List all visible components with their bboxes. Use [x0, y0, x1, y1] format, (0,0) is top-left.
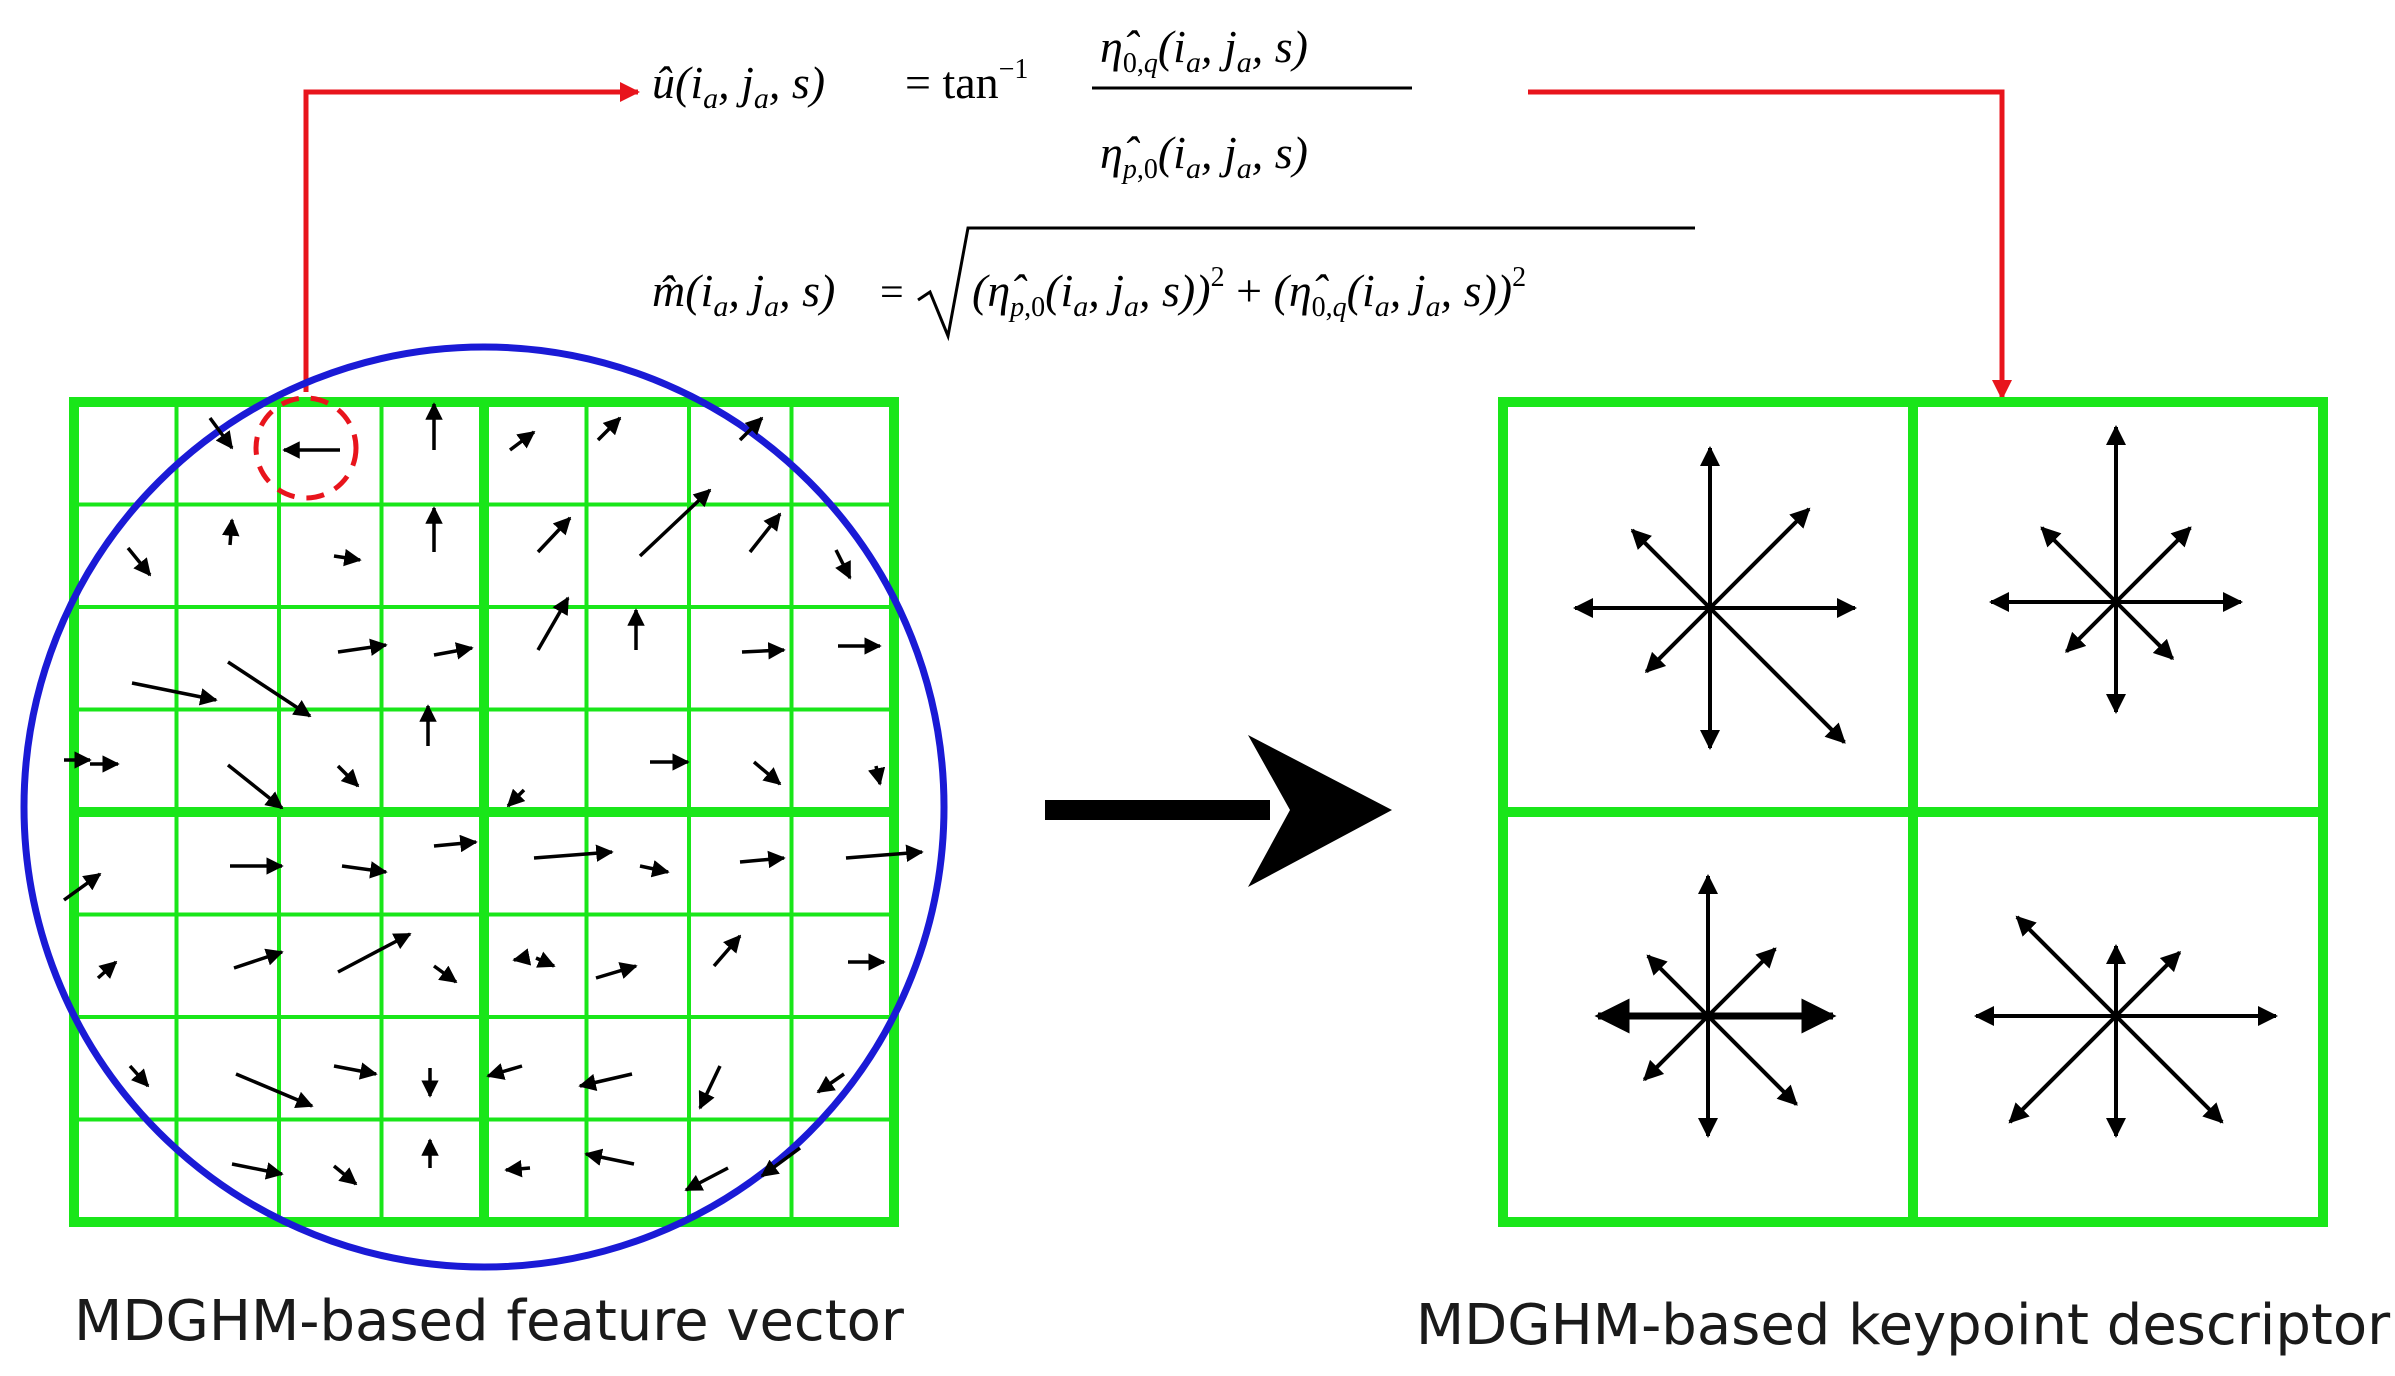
grid-border	[69, 397, 899, 1227]
gradient-vector	[638, 488, 712, 558]
histogram-bin-arrow	[2114, 1014, 2224, 1124]
gradient-vector	[432, 964, 458, 984]
histogram-bin-arrow	[2065, 600, 2118, 653]
orientation-histogram	[1974, 915, 2278, 1138]
gradient-vector	[752, 760, 782, 786]
feature-vector-grid	[69, 397, 899, 1227]
gradient-vector	[868, 765, 886, 786]
gaussian-window-circle	[20, 343, 948, 1271]
gradient-vector	[433, 642, 474, 660]
gradient-vector	[712, 934, 742, 968]
gradient-vector	[834, 549, 852, 580]
gradient-vector	[62, 872, 102, 902]
histogram-bin-arrow	[2040, 526, 2118, 604]
gradient-vector	[536, 516, 572, 554]
equation-numerator: η̂0,q(ia, ja, s)	[1100, 21, 1308, 79]
gradient-vector	[845, 844, 924, 862]
gradient-vector	[741, 642, 786, 660]
histogram-bin-arrow	[1646, 954, 1710, 1018]
gradient-vector	[595, 962, 638, 980]
gradient-vector	[816, 1072, 845, 1094]
magnitude-eq: =	[880, 270, 904, 316]
gradient-vector	[227, 660, 312, 718]
gradient-vector	[333, 548, 362, 567]
gradient-vector	[131, 681, 218, 706]
histogram-bin-arrow	[2008, 1014, 2118, 1124]
histogram-bin-arrow	[2114, 526, 2192, 604]
histogram-bin-arrow	[2015, 915, 2118, 1018]
gradient-vector	[341, 861, 388, 879]
gradient-vector	[535, 951, 556, 968]
gradient-vector	[533, 844, 614, 862]
orientation-histogram	[1594, 874, 1837, 1138]
transform-arrow	[1045, 735, 1392, 887]
gradient-vector	[337, 932, 412, 974]
histogram-bin-arrow	[1642, 1014, 1710, 1082]
highlighted-sample-circle	[253, 395, 359, 501]
feature-gradient-vectors	[62, 402, 924, 1192]
gradient-vector	[748, 512, 782, 554]
equation-denominator: η̂p,0(ia, ja, s)	[1100, 127, 1308, 185]
orientation-histogram	[1989, 425, 2243, 714]
gradient-vector	[235, 1072, 314, 1108]
feature-vector-label: MDGHM-based feature vector	[74, 1289, 905, 1354]
gradient-vector	[486, 1063, 523, 1080]
gradient-vector	[337, 638, 388, 656]
gradient-vector	[332, 1164, 358, 1186]
gradient-vector	[512, 948, 532, 966]
magnitude-equation: m̂(ia, ja, s) = (η̂p,0(ia, ja, s))2 + (η…	[652, 226, 1695, 342]
gradient-vector	[231, 1162, 284, 1180]
gradient-vector	[508, 430, 536, 452]
gradient-vector	[433, 834, 478, 853]
histogram-bin-arrow	[1708, 507, 1811, 610]
gradient-vector	[504, 1159, 531, 1178]
gradient-vector	[222, 518, 240, 546]
gradient-vector	[208, 416, 234, 450]
gradient-vector	[639, 860, 670, 878]
sqrt-sign	[917, 226, 1695, 342]
gradient-vector	[336, 764, 360, 788]
keypoint-descriptor-grid	[1498, 397, 2328, 1227]
histogram-bin-arrow	[1644, 606, 1712, 674]
histogram-bin-arrow	[2114, 600, 2174, 660]
orientation-histogram	[1573, 446, 1857, 750]
orientation-equation: û(ia, ja, s) = tan−1 η̂0,q(ia, ja, s) η̂…	[652, 21, 1412, 185]
gradient-vector	[333, 1062, 378, 1080]
gradient-vector	[698, 1065, 722, 1110]
gradient-vector	[739, 850, 786, 869]
gradient-vector	[596, 416, 622, 442]
equation-eq-tan: = tan−1	[905, 54, 1028, 108]
histogram-bin-arrow	[1708, 606, 1846, 744]
histogram-bin-arrow	[2114, 950, 2182, 1018]
gradient-vector	[536, 596, 570, 651]
histogram-bin-arrow	[1706, 947, 1777, 1018]
histogram-bin-arrow	[1630, 528, 1712, 610]
gradient-vector	[584, 1148, 635, 1166]
orientation-histograms	[1573, 425, 2278, 1138]
gradient-vector	[128, 1064, 150, 1088]
gradient-vector	[506, 788, 526, 808]
gradient-vector	[738, 416, 764, 442]
gradient-vector	[578, 1072, 633, 1091]
keypoint-descriptor-label: MDGHM-based keypoint descriptor	[1416, 1293, 2391, 1358]
gradient-vector	[233, 948, 284, 970]
gradient-vector	[96, 960, 118, 980]
red-flow-arrow-right	[1528, 89, 2012, 400]
gradient-vector	[684, 1166, 729, 1192]
red-flow-arrow-left	[303, 82, 640, 392]
equation-lhs-u: û(ia, ja, s)	[652, 57, 825, 115]
magnitude-radicand: (η̂p,0(ia, ja, s))2 + (η̂0,q(ia, ja, s))…	[972, 262, 1526, 323]
gradient-vector	[760, 1146, 802, 1178]
gradient-vector	[126, 546, 152, 577]
histogram-bin-arrow	[1706, 1014, 1798, 1106]
descriptor-border	[1498, 397, 2328, 1227]
magnitude-lhs: m̂(ia, ja, s)	[652, 265, 835, 323]
gradient-vector	[226, 763, 284, 810]
